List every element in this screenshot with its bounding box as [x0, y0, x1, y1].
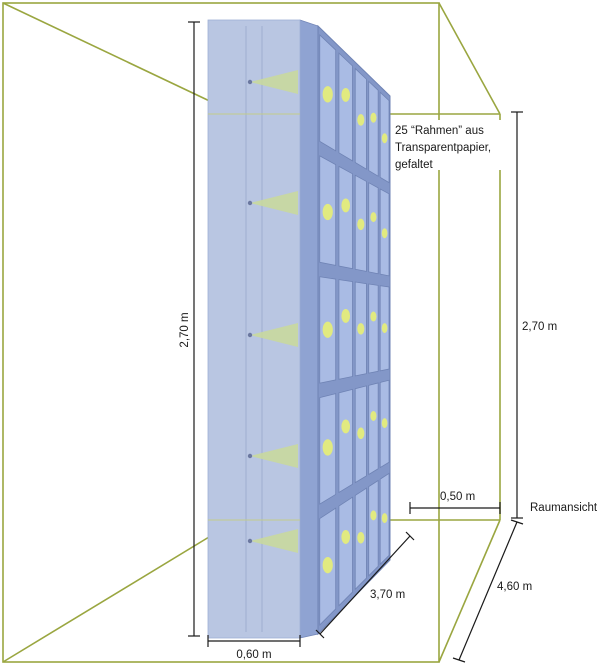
lamp-glow	[370, 311, 377, 322]
lamp-glow	[381, 418, 388, 429]
dimension-gap-right	[409, 502, 501, 514]
dim-gap-right-label: 0,50 m	[440, 491, 475, 503]
frame-panel	[338, 388, 353, 494]
annotation: 25 “Rahmen” aus Transparentpapier, gefal…	[393, 120, 507, 171]
wall-side-face	[299, 19, 319, 639]
lamp-glow	[381, 513, 388, 524]
annotation-line-2: Transparentpapier,	[395, 142, 491, 154]
lamp-glow	[322, 86, 333, 103]
dim-height-left-label: 2,70 m	[179, 312, 191, 347]
dimension-room-depth	[452, 519, 524, 663]
view-label: Raumansicht	[530, 502, 598, 514]
light-cone	[250, 323, 298, 347]
lamp-glow	[357, 218, 365, 231]
frame-panel	[338, 165, 353, 270]
frame-grid	[317, 24, 391, 636]
dimension-height-right	[511, 111, 523, 519]
light-cone	[250, 529, 298, 553]
lamp-glow	[381, 228, 388, 239]
dim-width-front-label: 0,60 m	[236, 649, 271, 661]
lamp-glow	[341, 530, 351, 544]
lamp-glow	[370, 212, 377, 223]
lamp-glow	[357, 531, 365, 544]
light-source	[247, 79, 253, 85]
light-cone	[250, 444, 298, 468]
lamp-glow	[357, 323, 365, 335]
light-source	[247, 453, 253, 459]
light-cone	[250, 70, 298, 94]
lamp-glow	[370, 510, 377, 521]
light-cone	[250, 191, 298, 215]
light-source	[247, 538, 253, 544]
lamp-glow	[341, 309, 351, 323]
light-source	[247, 200, 253, 206]
lamp-glow	[341, 419, 351, 434]
frame-panel	[368, 382, 379, 476]
frame-panel	[368, 479, 379, 577]
frame-panel	[338, 52, 353, 162]
annotation-line-1: 25 “Rahmen” aus	[395, 125, 484, 137]
frame-panel	[338, 279, 353, 380]
dimension-depth-wall	[315, 531, 415, 639]
dimension-width-front	[207, 635, 301, 647]
lamp-glow	[322, 556, 333, 574]
dim-room-depth-label: 4,60 m	[497, 581, 532, 593]
frame-panel	[368, 283, 379, 374]
frame-panel	[338, 496, 353, 607]
lamp-glow	[357, 114, 365, 126]
light-source	[247, 332, 253, 338]
lamp-glow	[370, 410, 377, 421]
dim-depth-wall-label: 3,70 m	[370, 589, 405, 601]
lamp-glow	[322, 439, 333, 456]
lamp-glow	[322, 321, 333, 338]
lamp-glow	[381, 133, 388, 144]
frame-panel	[368, 182, 379, 275]
lamp-glow	[341, 87, 351, 102]
dim-height-right-label: 2,70 m	[522, 321, 557, 333]
lamp-glow	[357, 427, 365, 440]
dimension-height-left	[188, 21, 200, 637]
lamp-glow	[370, 112, 377, 123]
annotation-line-3: gefaltet	[395, 159, 434, 171]
lamp-glow	[381, 323, 388, 334]
light-cones	[247, 70, 298, 553]
lamp-glow	[322, 203, 333, 221]
lamp-glow	[341, 198, 351, 213]
frame-panel	[368, 80, 379, 177]
